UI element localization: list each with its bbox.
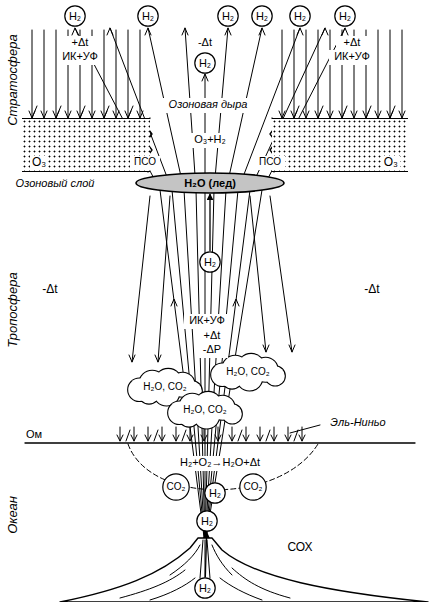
reaction-label: O₃+H₂	[186, 133, 234, 148]
flow-arrow	[209, 194, 210, 251]
el-nino-leader	[290, 425, 320, 433]
hydrogen-bubble: H₂	[199, 251, 221, 273]
ice-outline	[136, 173, 284, 193]
hydrogen-bubble: H₂	[64, 5, 86, 27]
bubble-outline	[218, 6, 238, 26]
hydrogen-flux-lines	[75, 28, 345, 545]
bubble-outline	[138, 6, 158, 26]
carbon-dioxide-bubble: CO₂	[162, 473, 190, 501]
vent-plume	[200, 540, 210, 578]
temperature-change: +Δt	[64, 36, 96, 51]
node-text: H₂	[199, 583, 211, 594]
node-text: H₂O, CO₂	[226, 367, 269, 377]
ocean-ridge	[60, 538, 428, 602]
bubble-outline	[195, 578, 215, 598]
ozone-hole-label: Озоновая дыра	[159, 98, 257, 113]
layer-name: Океан	[5, 480, 23, 550]
hydrogen-bubble: H₂	[204, 482, 226, 504]
node-text: H₂O (лед)	[184, 178, 236, 189]
temperature-change: -Δt	[34, 282, 66, 298]
ice-cloud: H₂O (лед)	[135, 172, 285, 194]
reaction-label: H₂+O₂→H₂O+Δt	[168, 456, 272, 471]
surface-label: Ом	[20, 428, 48, 443]
layer-name: Тропосфера	[5, 255, 23, 365]
ridge-label: СОХ	[282, 540, 318, 556]
hydrogen-bubble: H₂	[194, 577, 216, 599]
node-text: CO₂	[244, 482, 263, 492]
bubble-outline	[65, 6, 85, 26]
cloud-outline	[211, 354, 285, 390]
temperature-change: -Δt	[356, 282, 388, 298]
temperature-change: +Δt	[197, 329, 227, 344]
bubble-outline	[197, 511, 217, 531]
bubble-outline	[240, 474, 266, 500]
bubble-outline	[195, 53, 215, 73]
pressure-change: -ΔP	[196, 343, 228, 358]
surface-arrowheads	[117, 435, 305, 441]
node-text: O₃	[30, 156, 48, 168]
node-text: H₂O, CO₂	[183, 405, 226, 415]
node-text: H₂	[294, 11, 306, 22]
radiation-rays	[32, 30, 140, 118]
warm-pool-outline	[128, 444, 318, 490]
layer-name: Стратосфера	[5, 25, 23, 135]
node-text: CO₂	[167, 482, 186, 492]
cloud-outline	[168, 392, 242, 428]
node-text: H₂	[199, 58, 211, 69]
hydrogen-bubble: H₂	[334, 5, 356, 27]
node-text: H₂	[204, 257, 216, 268]
surface-reflections	[126, 430, 298, 441]
flow-arrow	[205, 532, 206, 577]
bubble-outline	[163, 474, 189, 500]
bubble-outline	[200, 252, 220, 272]
cloud-shape: H₂O, CO₂	[165, 396, 245, 424]
hydrogen-bubble: H₂	[137, 5, 159, 27]
carbon-dioxide-bubble: CO₂	[239, 473, 267, 501]
ocean-surface	[25, 442, 415, 443]
ozone-layer-label: Озоновый слой	[6, 177, 104, 192]
hydrogen-bubble: H₂	[196, 510, 218, 532]
temperature-change: -Δt	[190, 36, 220, 51]
bubble-outline	[252, 6, 272, 26]
bubble-outline	[290, 6, 310, 26]
node-text: O₃	[382, 156, 400, 168]
cloud-type-label: ПСО	[255, 156, 285, 170]
hydrogen-bubble: H₂	[251, 5, 273, 27]
hydrogen-bubble: H₂	[289, 5, 311, 27]
node-text: H₂	[209, 488, 221, 499]
node-text: H₂	[256, 11, 268, 22]
node-text: H₂	[201, 516, 213, 527]
node-text: H₂O, CO₂	[143, 382, 186, 392]
radiation-arrowheads	[29, 111, 143, 118]
cloud-type-label: ПСО	[130, 156, 160, 170]
node-text: H₂	[339, 11, 351, 22]
hydrogen-bubble: H₂	[194, 52, 216, 74]
radiation-rays	[282, 30, 402, 118]
bubble-outline	[205, 483, 225, 503]
temperature-change: +Δt	[336, 36, 368, 51]
el-nino-label: Эль-Ниньо	[321, 416, 395, 431]
downward-rays	[132, 196, 292, 362]
node-text: H₂	[142, 11, 154, 22]
cloud-shape: H₂O, CO₂	[208, 358, 288, 386]
node-text: H₂	[222, 11, 234, 22]
radiation-label: ИК+УФ	[329, 50, 375, 65]
node-text: H₂	[69, 11, 81, 22]
hydrogen-bubble: H₂	[217, 5, 239, 27]
ozone-layer-band: O₃	[272, 118, 408, 172]
bubble-outline	[335, 6, 355, 26]
radiation-label: ИК+УФ	[184, 314, 230, 329]
radiation-label: ИК+УФ	[57, 50, 103, 65]
